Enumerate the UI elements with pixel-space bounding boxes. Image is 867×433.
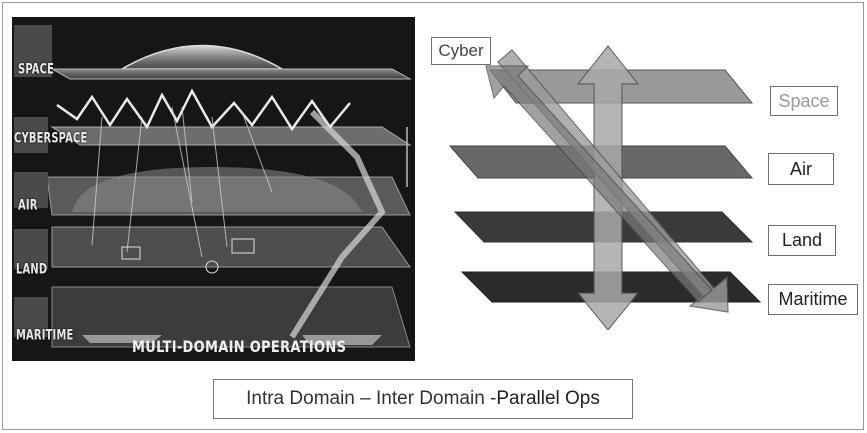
illustration-graphic (12, 17, 415, 361)
maritime-label: Maritime (768, 284, 858, 315)
illustration-title: MULTI-DOMAIN OPERATIONS (132, 339, 347, 357)
caption-main: Intra Domain – Inter Domain - (246, 388, 497, 409)
caption-emphasis: Parallel Ops (496, 388, 600, 409)
diagonal-arrow-up (485, 65, 713, 303)
space-domain-label: SPACE (18, 61, 55, 78)
figure-caption: Intra Domain – Inter Domain - Parallel O… (213, 379, 633, 419)
maritime-domain-label: MARITIME (16, 327, 74, 344)
air-label: Air (768, 153, 834, 185)
cyber-label: Cyber (431, 37, 491, 65)
cyberspace-domain-label: CYBERSPACE (14, 130, 88, 147)
land-label: Land (768, 225, 836, 256)
multi-domain-illustration: SPACE CYBERSPACE AIR LAND MARITIME MULTI… (12, 17, 415, 361)
land-domain-label: LAND (16, 261, 48, 278)
domain-planes-diagram (448, 45, 762, 330)
space-label: Space (770, 86, 838, 116)
air-domain-label: AIR (18, 197, 38, 214)
